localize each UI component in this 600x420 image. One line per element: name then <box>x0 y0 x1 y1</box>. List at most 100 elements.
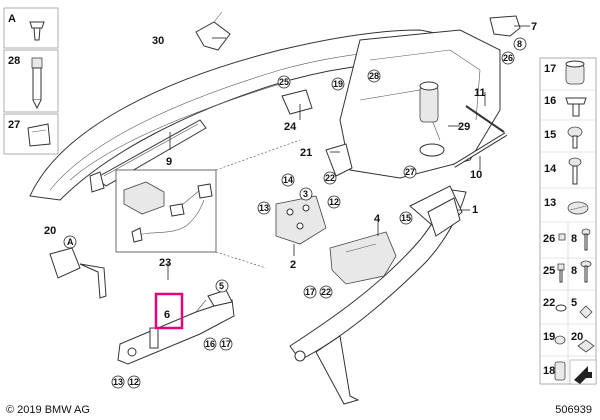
part-24-bracket <box>281 89 313 115</box>
callout-25-circle[interactable]: 25 <box>277 75 291 89</box>
callout-11[interactable]: 11 <box>474 87 486 99</box>
callout-23[interactable]: 23 <box>159 257 171 269</box>
sleeve-18-icon <box>554 361 566 381</box>
sidebar-label-22: 22 <box>543 297 555 309</box>
svg-text:8: 8 <box>517 39 522 49</box>
nut-20-icon <box>577 339 595 353</box>
callout-24[interactable]: 24 <box>284 121 297 133</box>
clip-screw-icon <box>565 97 587 117</box>
svg-text:16: 16 <box>205 339 215 349</box>
svg-text:12: 12 <box>129 377 139 387</box>
callout-5-circle[interactable]: 5 <box>215 279 229 293</box>
callout-12-circle[interactable]: 12 <box>327 195 341 209</box>
callout-6[interactable]: 6 <box>164 309 170 321</box>
svg-text:17: 17 <box>221 339 231 349</box>
sidebar-label-26: 26 <box>543 233 555 245</box>
screw-8-icon <box>581 228 591 251</box>
image-id: 506939 <box>555 404 592 416</box>
callout-3-circle[interactable]: 3 <box>299 187 313 201</box>
sidebar-label-16: 16 <box>544 95 556 107</box>
sidebar-label-19: 19 <box>543 331 555 343</box>
callout-22b-circle[interactable]: 22 <box>319 285 333 299</box>
callout-17-circle-a[interactable]: 17 <box>303 285 317 299</box>
gas-strut-10 <box>452 132 508 168</box>
callout-21[interactable]: 21 <box>300 147 312 159</box>
sleeve-icon <box>565 60 585 85</box>
sidebar-label-20: 20 <box>571 331 583 343</box>
callout-27-circle[interactable]: 27 <box>403 165 417 179</box>
sidebar-label-15: 15 <box>544 129 556 141</box>
sidebar-label-5: 5 <box>571 297 577 309</box>
sidebar-label-14: 14 <box>544 163 557 175</box>
svg-text:5: 5 <box>219 281 224 291</box>
bolt-19-icon <box>554 335 566 345</box>
main-arm-1 <box>289 185 467 405</box>
part-20-bracket <box>49 247 107 299</box>
svg-text:13: 13 <box>259 203 269 213</box>
callout-8-circle[interactable]: 8 <box>513 37 527 51</box>
screw-8b-icon <box>580 260 592 283</box>
callout-1[interactable]: 1 <box>472 204 478 216</box>
rail-9 <box>89 119 207 193</box>
bolt-25-icon <box>557 263 565 283</box>
callout-30[interactable]: 30 <box>152 35 164 47</box>
sidebar-label-13: 13 <box>544 197 556 209</box>
svg-text:12: 12 <box>329 197 339 207</box>
svg-text:13: 13 <box>113 377 123 387</box>
sidebar-label-27: 27 <box>8 119 20 131</box>
svg-text:19: 19 <box>333 79 343 89</box>
callout-2[interactable]: 2 <box>290 259 296 271</box>
svg-text:15: 15 <box>401 213 411 223</box>
callout-29[interactable]: 29 <box>458 121 470 133</box>
callout-28-circle[interactable]: 28 <box>367 69 381 83</box>
callout-A-circle[interactable]: A <box>63 235 77 249</box>
svg-text:27: 27 <box>405 167 415 177</box>
callout-13b-circle[interactable]: 13 <box>111 375 125 389</box>
callout-14-circle[interactable]: 14 <box>281 173 295 187</box>
callout-13-circle[interactable]: 13 <box>257 201 271 215</box>
callout-7[interactable]: 7 <box>531 21 537 33</box>
copyright-text: © 2019 BMW AG <box>6 404 90 416</box>
svg-text:22: 22 <box>325 173 335 183</box>
sidebar-label-8b: 8 <box>571 265 577 277</box>
callout-10[interactable]: 10 <box>470 169 482 181</box>
svg-text:22: 22 <box>321 287 331 297</box>
screw-14-icon <box>568 157 582 185</box>
bolt-26-icon <box>558 233 566 241</box>
callout-9[interactable]: 9 <box>166 156 172 168</box>
hinge-bracket-assembly <box>339 29 501 179</box>
washer-13-icon <box>567 201 589 215</box>
washer-22-icon <box>555 304 567 312</box>
callout-26-circle[interactable]: 26 <box>501 51 515 65</box>
part-2-mount <box>275 195 327 245</box>
callout-19-circle[interactable]: 19 <box>331 77 345 91</box>
bracket-clip-icon <box>27 123 51 147</box>
sidebar-label-8: 8 <box>571 233 577 245</box>
svg-text:17: 17 <box>305 287 315 297</box>
svg-text:25: 25 <box>279 77 289 87</box>
part-30-connector <box>195 11 231 51</box>
svg-text:A: A <box>67 237 74 247</box>
sidebar-label-28: 28 <box>8 55 20 67</box>
callout-15-circle[interactable]: 15 <box>399 211 413 225</box>
svg-text:28: 28 <box>369 71 379 81</box>
callout-16-circle[interactable]: 16 <box>203 337 217 351</box>
hose-kit-23 <box>115 169 217 253</box>
callout-17-circle-b[interactable]: 17 <box>219 337 233 351</box>
clip-icon <box>29 21 45 41</box>
sidebar-label-25: 25 <box>543 265 555 277</box>
left-parts-sidebar: A 28 27 <box>3 7 59 155</box>
highlight-box-6[interactable] <box>154 292 184 330</box>
callout-4[interactable]: 4 <box>374 213 381 225</box>
gas-strut-11 <box>465 105 505 133</box>
callout-22-circle[interactable]: 22 <box>323 171 337 185</box>
sidebar-label-17: 17 <box>544 63 556 75</box>
svg-text:26: 26 <box>503 53 513 63</box>
callout-20[interactable]: 20 <box>44 225 56 237</box>
arrow-icon <box>569 359 597 385</box>
sidebar-label-18: 18 <box>543 365 555 377</box>
callout-12b-circle[interactable]: 12 <box>127 375 141 389</box>
cap-tube-icon <box>31 57 43 110</box>
nut-5-icon <box>579 305 593 319</box>
